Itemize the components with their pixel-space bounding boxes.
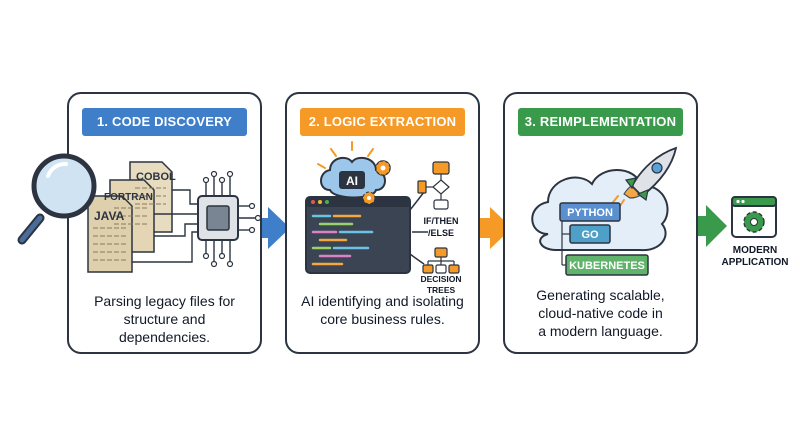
decision-trees-text: DECISION [420, 274, 461, 284]
step-3-title: 3. REIMPLEMENTATION [518, 108, 683, 136]
step-1-desc-line-1: Parsing legacy files for [94, 293, 235, 309]
rocket-icon [609, 146, 678, 213]
arrow-3-to-result [688, 205, 727, 247]
modern-application-line-2: APPLICATION [721, 257, 789, 268]
decision-tree-icon [422, 247, 460, 274]
stack-kubernetes: KUBERNETES [569, 260, 645, 272]
if-then-else-text: IF/THEN [424, 216, 459, 226]
step-2-title: 2. LOGIC EXTRACTION [300, 108, 465, 136]
flowchart-icon [417, 161, 450, 210]
file-label-cobol: COBOL [136, 171, 176, 183]
if-then-else-label: IF/THEN /ELSE [424, 216, 459, 238]
branch-arrows [409, 191, 428, 265]
brain-label-ai: AI [346, 174, 358, 188]
step-2-desc-line-1: AI identifying and isolating [301, 293, 464, 309]
code-editor-icon [305, 196, 411, 274]
tech-stack-labels: PYTHON GO KUBERNETES [567, 207, 645, 272]
arrow-1-to-2 [249, 207, 290, 249]
stack-go: GO [581, 229, 599, 241]
step-3-desc-line-1: Generating scalable, [536, 287, 665, 303]
modern-application-label: MODERN APPLICATION [712, 245, 798, 269]
step-1-description: Parsing legacy files for structure and d… [77, 292, 252, 346]
step-3-desc-line-3: a modern language. [538, 323, 663, 339]
step-1-title: 1. CODE DISCOVERY [82, 108, 247, 136]
magnifier-icon [17, 153, 97, 245]
step-2-desc-line-2: core business rules. [320, 311, 445, 327]
ai-brain-icon [317, 141, 391, 205]
if-then-else-text-2: /ELSE [428, 228, 454, 238]
tech-stack-boxes [559, 202, 649, 276]
settings-gear-icon [743, 211, 765, 233]
decision-trees-text-2: TREES [427, 285, 456, 295]
file-label-fortran: FORTRAN [104, 192, 153, 203]
arrow-2-to-3 [470, 207, 512, 249]
step-3-description: Generating scalable, cloud-native code i… [513, 286, 688, 340]
step-2-description: AI identifying and isolating core busine… [295, 292, 470, 328]
step-3-desc-line-2: cloud-native code in [538, 305, 663, 321]
step-1-desc-line-2: structure and dependencies. [118, 311, 211, 345]
decision-trees-label: DECISION TREES [420, 274, 461, 295]
processor-chip-icon [197, 170, 262, 268]
modern-application-line-1: MODERN [732, 245, 778, 256]
file-label-java: JAVA [94, 209, 125, 223]
stack-python: PYTHON [567, 207, 613, 219]
connector-lines [132, 189, 200, 263]
